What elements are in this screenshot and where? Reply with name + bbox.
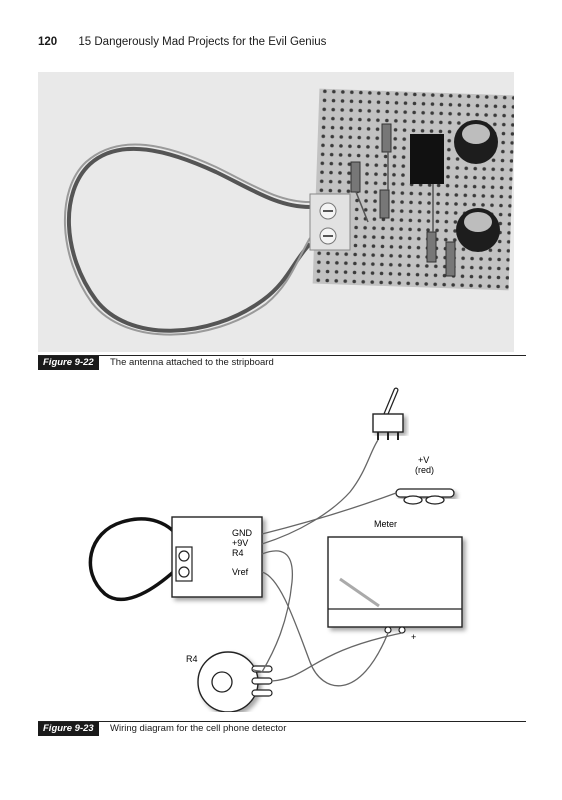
r4-label: R4 <box>186 654 198 664</box>
figure-9-22-caption: Figure 9-22 The antenna attached to the … <box>38 355 526 371</box>
potentiometer-r4: R4 <box>186 651 273 712</box>
antenna-loop <box>93 518 185 556</box>
antenna-wire <box>88 517 184 602</box>
figure-9-23-caption: Figure 9-23 Wiring diagram for the cell … <box>38 721 526 737</box>
page-number: 120 <box>38 36 58 48</box>
battery-clip <box>395 488 455 505</box>
plus-9v-label: +9V <box>232 538 248 548</box>
caption-text: The antenna attached to the stripboard <box>110 357 274 368</box>
vref-label: Vref <box>232 567 249 577</box>
meter-label: Meter <box>374 519 397 529</box>
meter: Meter + <box>327 519 463 642</box>
caption-text: Wiring diagram for the cell phone detect… <box>110 723 287 734</box>
toggle-switch <box>372 387 404 440</box>
wiring-diagram: GND +9V R4 Vref Meter + +V (red) R4 <box>88 387 463 712</box>
plus-v-label: +V <box>418 455 429 465</box>
antenna-photo <box>38 72 514 352</box>
detector-board: GND +9V R4 Vref <box>171 516 263 598</box>
page-header: 120 15 Dangerously Mad Projects for the … <box>38 36 326 48</box>
book-title: 15 Dangerously Mad Projects for the Evil… <box>78 36 327 48</box>
meter-needle <box>339 577 380 608</box>
red-label: (red) <box>415 465 434 475</box>
gnd-label: GND <box>232 528 253 538</box>
meter-plus-label: + <box>411 632 416 642</box>
wires <box>251 439 403 687</box>
figure-label: Figure 9-22 <box>38 356 99 370</box>
figure-label: Figure 9-23 <box>38 722 99 736</box>
r4-pin-label: R4 <box>232 548 244 558</box>
